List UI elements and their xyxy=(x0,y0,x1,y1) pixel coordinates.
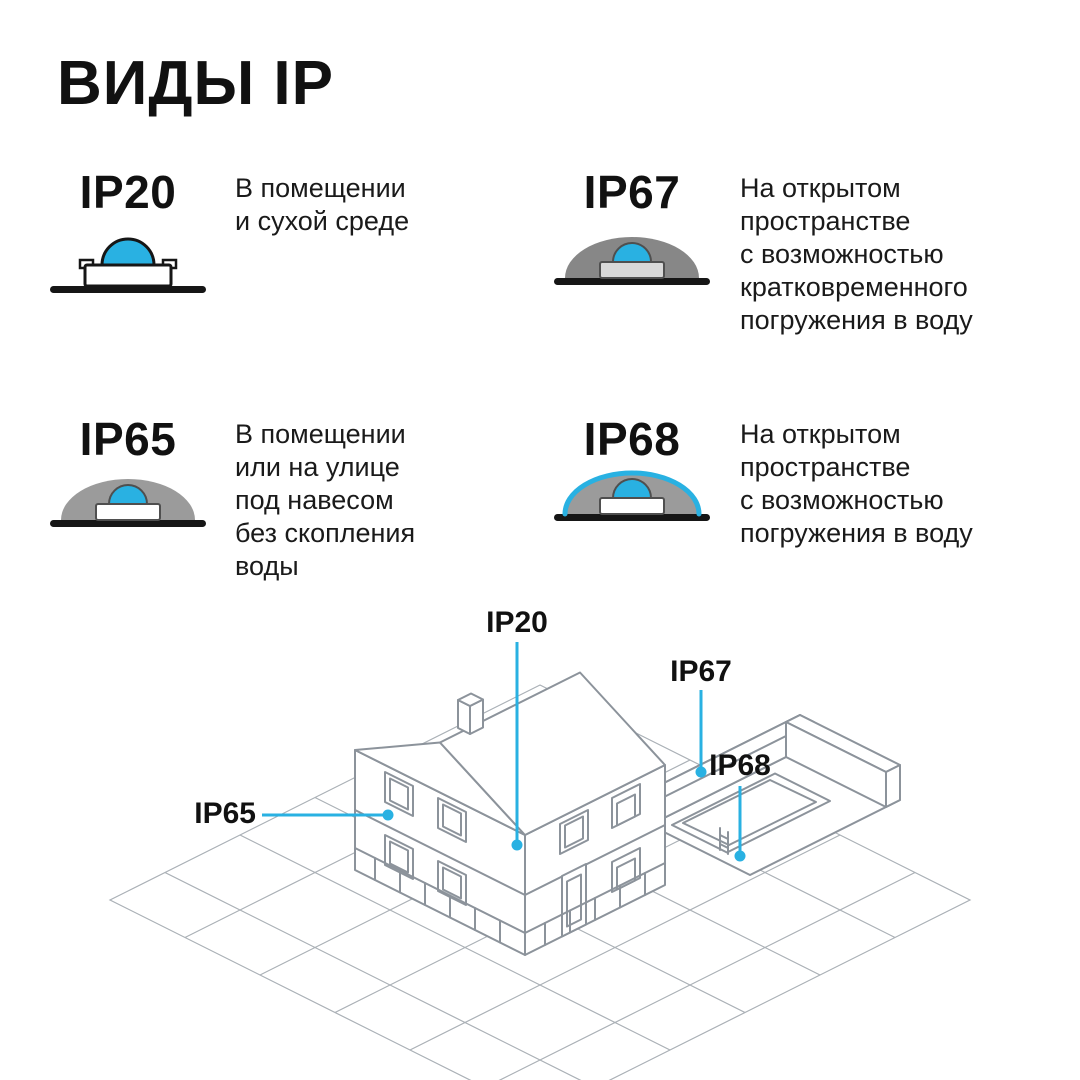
ip20-code: IP20 xyxy=(79,166,177,218)
house xyxy=(354,671,666,956)
ip65-description: В помещении или на улице под навесом без… xyxy=(235,419,416,581)
ip20-description: В помещении и сухой среде xyxy=(235,173,410,236)
windows xyxy=(384,771,641,906)
ip68-callout-dot xyxy=(734,850,746,862)
chimney xyxy=(457,692,484,735)
led-strip-open-icon xyxy=(50,237,206,293)
callouts xyxy=(262,642,746,862)
ip68-description: На открытом пространстве с возможностью … xyxy=(740,419,973,548)
led-strip-dome-cyan-outline-icon xyxy=(554,470,710,521)
house-label-ip65: IP65 xyxy=(194,797,256,830)
door xyxy=(561,863,587,938)
ip65-callout-dot xyxy=(382,809,394,821)
house-label-ip67: IP67 xyxy=(670,655,732,688)
ip67-description: На открытом пространстве с возможностью … xyxy=(740,173,973,335)
house-label-ip68: IP68 xyxy=(709,749,771,782)
page-title: ВИДЫ IP xyxy=(57,49,335,118)
led-strip-sealed-dome-icon xyxy=(554,237,710,285)
patio-and-pool xyxy=(649,714,901,876)
house-label-ip20: IP20 xyxy=(486,606,548,639)
roof-slope xyxy=(439,671,666,836)
house-illustration-svg xyxy=(108,642,972,1080)
ip65-code: IP65 xyxy=(79,413,177,465)
house-illustration: IP20 IP67 IP68 IP65 xyxy=(0,600,1080,1080)
led-strip-dome-icon xyxy=(50,479,206,527)
ip67-code: IP67 xyxy=(583,166,681,218)
porch-railing xyxy=(354,847,666,946)
pool-ladder xyxy=(719,827,729,855)
ip67-callout-dot xyxy=(695,766,707,778)
ip20-callout-dot xyxy=(511,839,523,851)
ip68-code: IP68 xyxy=(583,413,681,465)
